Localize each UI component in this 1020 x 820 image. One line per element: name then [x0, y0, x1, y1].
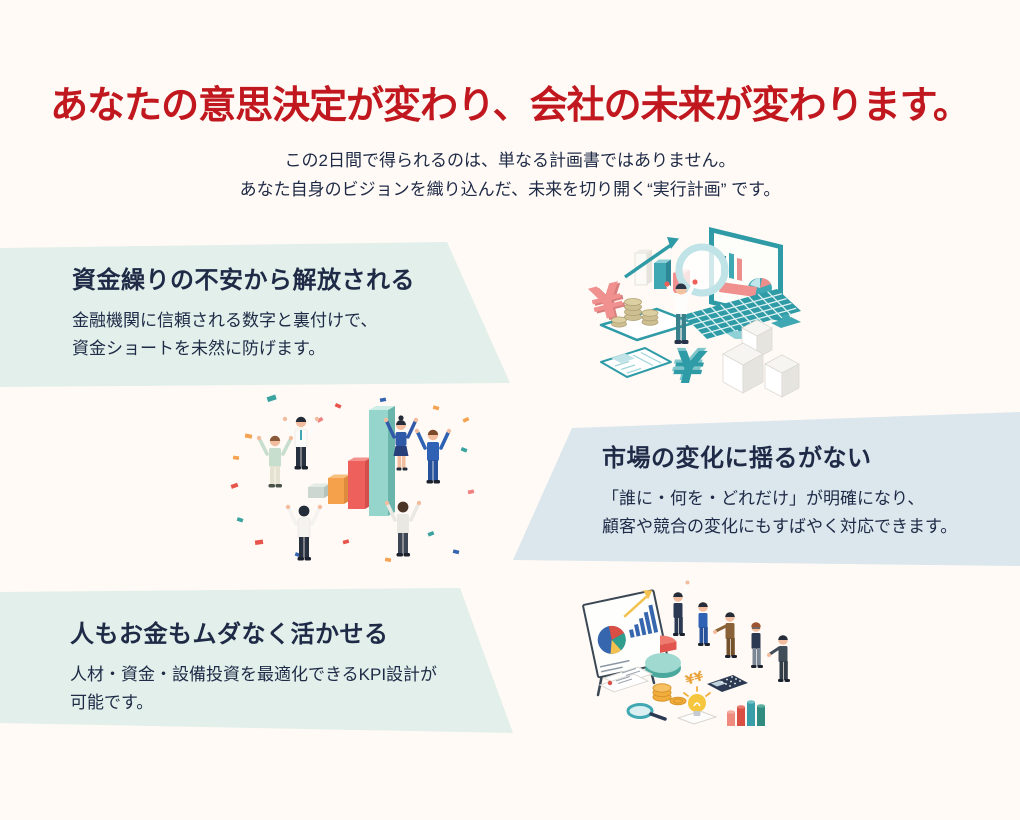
benefit-body-line1: 金融機関に信頼される数字と裏付けで、: [72, 311, 378, 330]
person-mint-sweater-figure: [256, 435, 294, 488]
mini-bar-chart-icon: [727, 700, 765, 726]
tablet-coins-icon: [599, 298, 695, 342]
benefit-body: 金融機関に信頼される数字と裏付けで、資金ショートを未然に防げます。: [72, 307, 415, 363]
magnifier-icon: [675, 243, 757, 297]
illustration-team-celebration: [225, 390, 485, 570]
confetti-icon: [230, 394, 475, 563]
benefit-body-line1: 人材・資金・設備投資を最適化できるKPI設計が: [70, 665, 438, 684]
team-celebration-svg: [230, 394, 475, 563]
benefit-title: 人もお金もムダなく活かせる: [70, 621, 389, 648]
benefit-title: 市場の変化に揺るがない: [602, 445, 872, 472]
presentation-board-icon: [582, 589, 670, 697]
isometric-bar-chart-icon: [308, 406, 395, 516]
documents-icon: [598, 666, 654, 693]
yen-marks-icon: ¥¥: [684, 669, 706, 689]
person-blue-suit-figure: [698, 602, 710, 646]
person-shirt-tie-figure: [282, 416, 320, 470]
hero-subtext-line1: この2日間で得られるのは、単なる計画書ではありません。: [284, 151, 736, 170]
business-team-figures: [673, 580, 790, 682]
person-back-view-right-figure: [384, 500, 422, 557]
benefit-body-line2: 資金ショートを未然に防げます。: [72, 339, 326, 358]
benefit-panel-market: [513, 412, 1020, 566]
data-analysis-desk-svg: ¥ ¥: [585, 227, 801, 398]
hero-subtext-line2: あなた自身のビジョンを織り込んだ、未来を切り開く“実行計画” です。: [239, 180, 781, 199]
benefit-text-cashflow: 資金繰りの不安から解放される 金融機関に信頼される数字と裏付けで、資金ショートを…: [72, 260, 415, 363]
svg-text:¥: ¥: [667, 343, 710, 394]
person-businesswoman-figure: [383, 415, 419, 471]
person-gray-suit-pointing-figure: [767, 635, 790, 682]
page-title: あなたの意思決定が変わり、会社の未来が変わります。: [50, 85, 971, 127]
benefit-panel-cashflow: [0, 242, 510, 387]
person-back-view-left-figure: [285, 504, 323, 561]
puzzle-piece-icon: [771, 314, 801, 328]
hero-subtext: この2日間で得られるのは、単なる計画書ではありません。あなた自身のビジョンを織り…: [0, 146, 1020, 204]
illustration-data-analysis-desk: ¥ ¥: [575, 225, 805, 400]
illustration-business-presentation: ¥¥: [570, 575, 810, 750]
benefit-body-line2: 顧客や競合の変化にもすばやく対応できます。: [602, 517, 958, 536]
person-navy-vest-glasses-figure: [751, 622, 763, 668]
magnifier-icon: [626, 703, 667, 721]
business-presentation-svg: ¥¥: [582, 580, 790, 726]
calculator-icon: [707, 675, 748, 692]
benefit-body: 「誰に・何を・どれだけ」が明確になり、顧客や競合の変化にもすばやく対応できます。: [602, 485, 957, 541]
benefit-body: 人材・資金・設備投資を最適化できるKPI設計が可能です。: [70, 661, 437, 717]
benefit-body-line2: 可能です。: [70, 693, 154, 712]
keyboard-icon: [683, 289, 801, 339]
person-vest-pointing-up-figure: [673, 580, 690, 636]
cardboard-boxes-icon: [722, 319, 800, 398]
person-brown-suit-pointing-figure: [713, 612, 737, 658]
gold-coins-icon: [652, 683, 687, 706]
pie-chart-3d-icon: [645, 635, 681, 678]
person-blue-suit-figure: [414, 428, 452, 484]
idea-lightbulb-icon: [676, 686, 718, 725]
calculator-icon: [600, 347, 672, 378]
benefit-text-resources: 人もお金もムダなく活かせる 人材・資金・設備投資を最適化できるKPI設計が可能で…: [70, 614, 437, 717]
benefit-text-market: 市場の変化に揺るがない 「誰に・何を・どれだけ」が明確になり、顧客や競合の変化に…: [602, 438, 957, 541]
yen-symbol-teal-icon: ¥ ¥: [666, 340, 711, 394]
benefit-title: 資金繰りの不安から解放される: [72, 267, 415, 294]
benefit-body-line1: 「誰に・何を・どれだけ」が明確になり、: [602, 489, 925, 508]
person-raising-arms-figure: [664, 279, 698, 344]
benefit-panel-resources: [0, 588, 513, 733]
